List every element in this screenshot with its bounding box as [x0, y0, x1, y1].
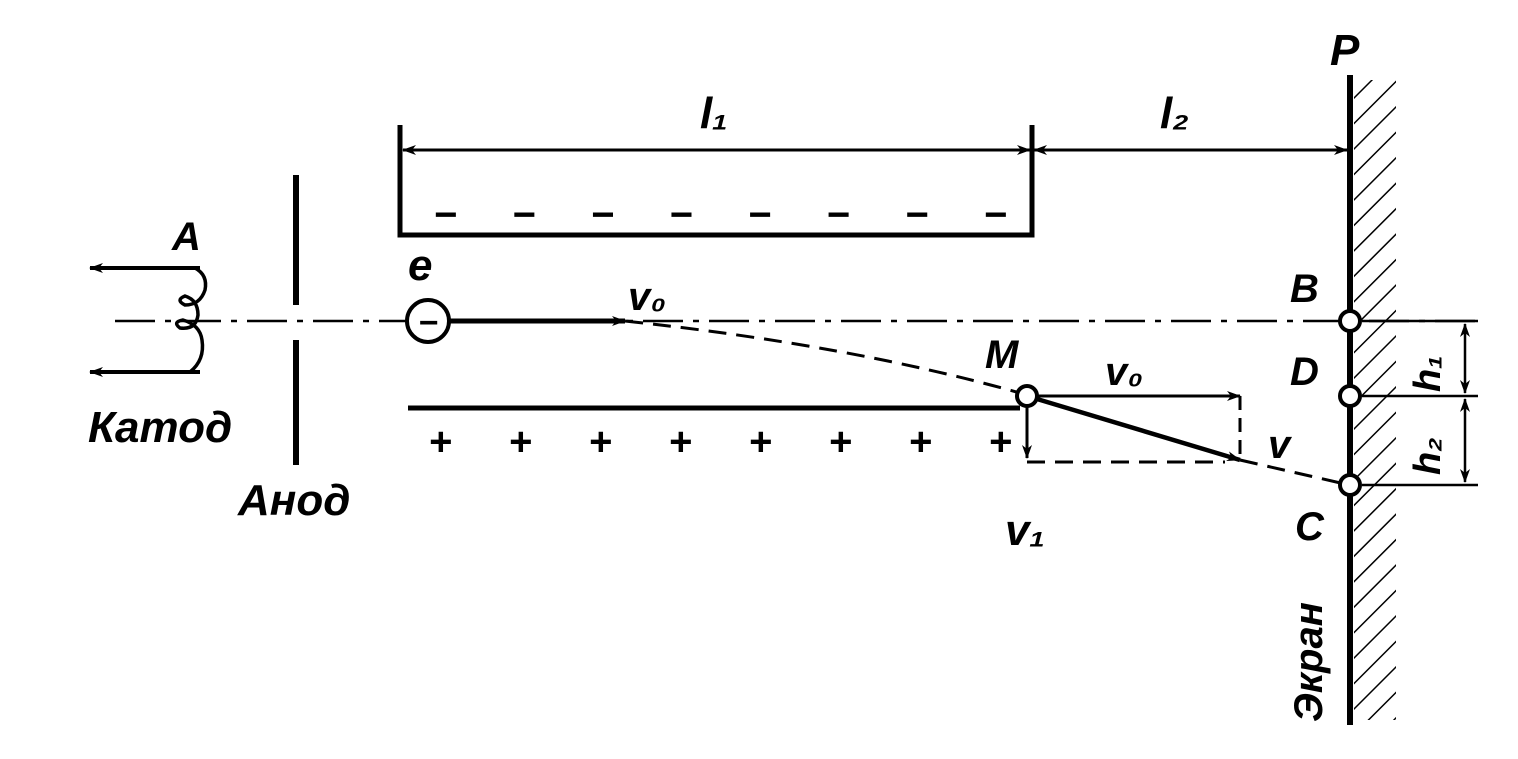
label-v0-m: v₀	[1105, 350, 1143, 394]
positive-charge-sign: +	[428, 420, 451, 464]
positive-charge-sign: +	[668, 420, 691, 464]
negative-charge-sign: −	[433, 193, 456, 237]
label-anode: Анод	[237, 476, 350, 525]
label-v0: v₀	[628, 275, 666, 319]
negative-charge-sign: −	[512, 193, 535, 237]
label-e: e	[408, 241, 432, 290]
point-m	[1015, 384, 1039, 408]
positive-charge-sign: +	[508, 420, 531, 464]
label-h1: h₁	[1407, 355, 1449, 392]
label-c: C	[1295, 505, 1325, 549]
label-b: B	[1290, 267, 1319, 311]
label-h2: h₂	[1407, 437, 1449, 475]
cathode-filament	[89, 263, 208, 377]
label-l2: l₂	[1160, 89, 1189, 138]
upper-plate	[397, 125, 1035, 238]
label-v: v	[1268, 423, 1293, 467]
negative-charge-sign: −	[826, 193, 849, 237]
trajectory-in-plates	[624, 319, 1021, 395]
label-screen: Экран	[1287, 602, 1331, 722]
positive-charge-sign: +	[988, 420, 1011, 464]
positive-charge-sign: +	[828, 420, 851, 464]
negative-charge-sign: −	[983, 193, 1006, 237]
negative-charge-sign: −	[748, 193, 771, 237]
label-m: M	[985, 333, 1020, 377]
label-l1: l₁	[700, 89, 728, 138]
label-cathode: Катод	[88, 403, 232, 452]
v-arrow	[1036, 396, 1241, 463]
negative-charge-sign: −	[590, 193, 613, 237]
positive-charge-sign: +	[588, 420, 611, 464]
negative-charge-sign: −	[905, 193, 928, 237]
trajectory-after-plates	[1239, 458, 1346, 486]
positive-charge-sign: +	[908, 420, 931, 464]
svg-text:−: −	[418, 304, 438, 342]
positive-charge-sign: +	[748, 420, 771, 464]
negative-charge-sign: −	[669, 193, 692, 237]
label-v1: v₁	[1005, 506, 1045, 555]
label-a: A	[171, 215, 201, 259]
label-p: P	[1330, 26, 1360, 75]
point-b	[1338, 309, 1362, 333]
point-d	[1338, 384, 1362, 408]
point-c	[1338, 473, 1362, 497]
label-d: D	[1290, 350, 1319, 394]
electron: −	[405, 298, 451, 344]
